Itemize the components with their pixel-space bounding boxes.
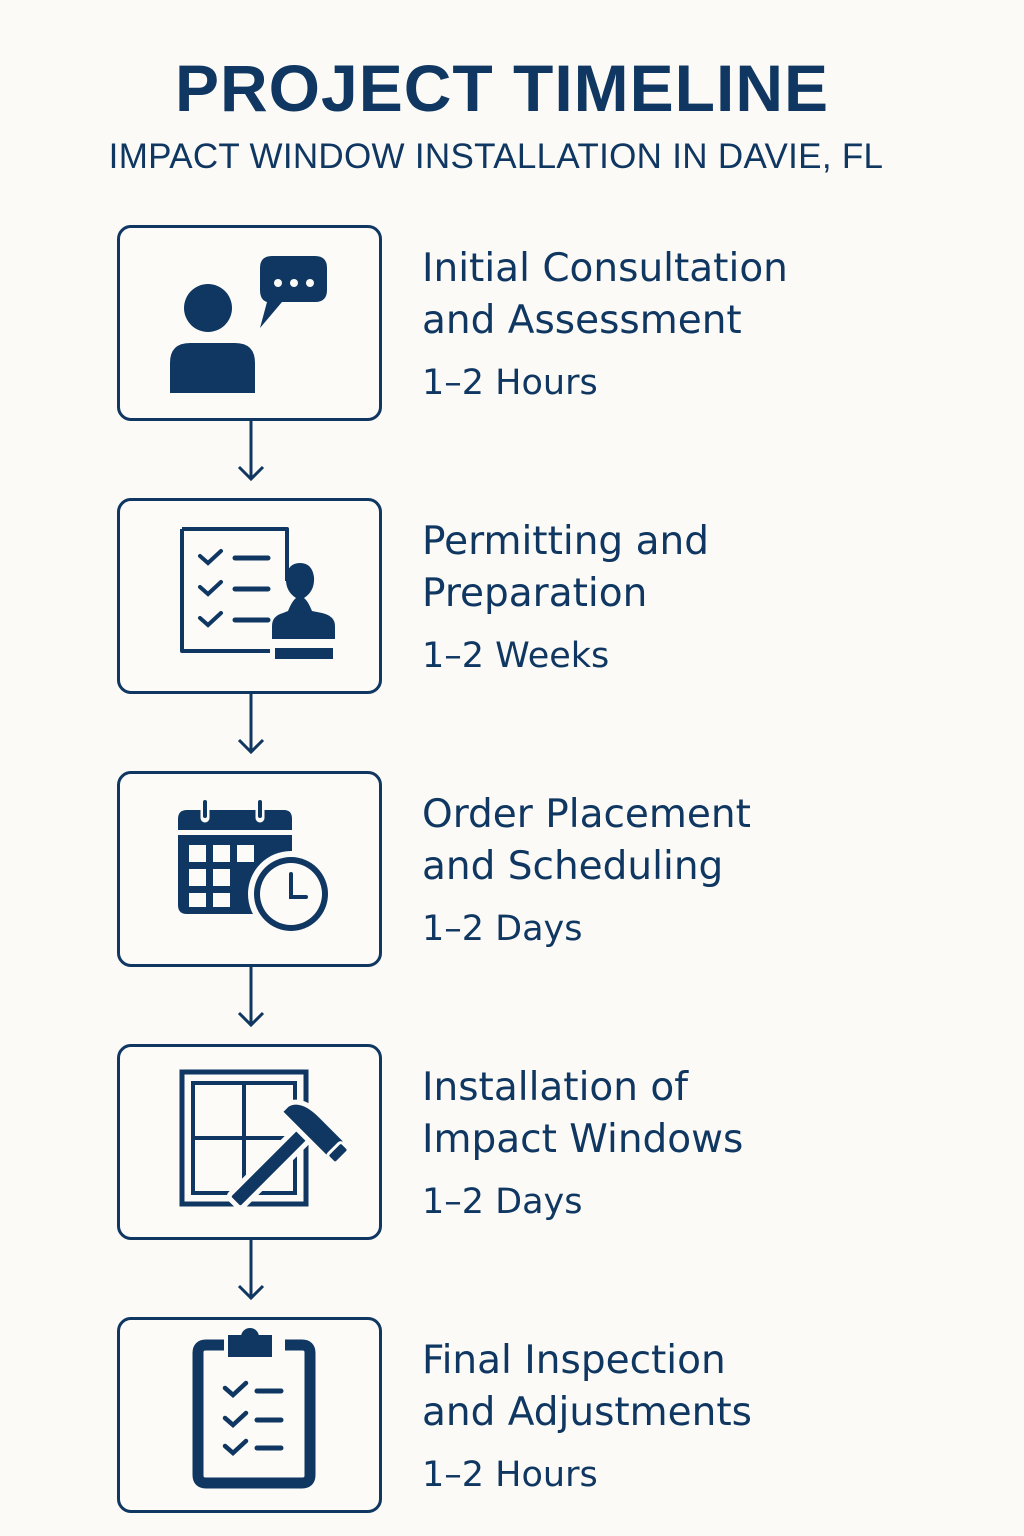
checklist-stamp-icon bbox=[180, 527, 335, 659]
person-speech-bubble-icon bbox=[170, 256, 327, 393]
step-icon-box bbox=[117, 771, 382, 967]
step-title: Installation of Impact Windows bbox=[422, 1065, 744, 1162]
arrow-down-icon bbox=[237, 1240, 265, 1301]
timeline-step-3: Order Placement and Scheduling 1–2 Days bbox=[0, 771, 1024, 1028]
step-icon-box bbox=[117, 225, 382, 421]
step-title: Initial Consultation and Assessment bbox=[422, 246, 788, 343]
timeline-step-5: Final Inspection and Adjustments 1–2 Hou… bbox=[0, 1317, 1024, 1513]
step-title: Final Inspection and Adjustments bbox=[422, 1338, 752, 1435]
timeline-step-1: Initial Consultation and Assessment 1–2 … bbox=[0, 225, 1024, 482]
calendar-clock-icon bbox=[178, 797, 334, 937]
step-icon-box bbox=[117, 1044, 382, 1240]
step-title: Permitting and Preparation bbox=[422, 519, 709, 616]
window-hammer-icon bbox=[179, 1069, 351, 1211]
arrow-down-icon bbox=[237, 967, 265, 1028]
step-icon-box bbox=[117, 1317, 382, 1513]
timeline-step-2: Permitting and Preparation 1–2 Weeks bbox=[0, 498, 1024, 755]
page-subtitle: IMPACT WINDOW INSTALLATION IN DAVIE, FL bbox=[108, 137, 884, 176]
clipboard-checklist-icon bbox=[192, 1328, 316, 1489]
timeline-step-4: Installation of Impact Windows 1–2 Days bbox=[0, 1044, 1024, 1301]
step-duration: 1–2 Days bbox=[422, 909, 583, 949]
step-title: Order Placement and Scheduling bbox=[422, 792, 751, 889]
arrow-down-icon bbox=[237, 421, 265, 482]
step-duration: 1–2 Hours bbox=[422, 1455, 598, 1495]
step-duration: 1–2 Hours bbox=[422, 363, 598, 403]
page-title: PROJECT TIMELINE bbox=[174, 51, 830, 125]
step-duration: 1–2 Days bbox=[422, 1182, 583, 1222]
arrow-down-icon bbox=[237, 694, 265, 755]
step-duration: 1–2 Weeks bbox=[422, 636, 610, 676]
step-icon-box bbox=[117, 498, 382, 694]
